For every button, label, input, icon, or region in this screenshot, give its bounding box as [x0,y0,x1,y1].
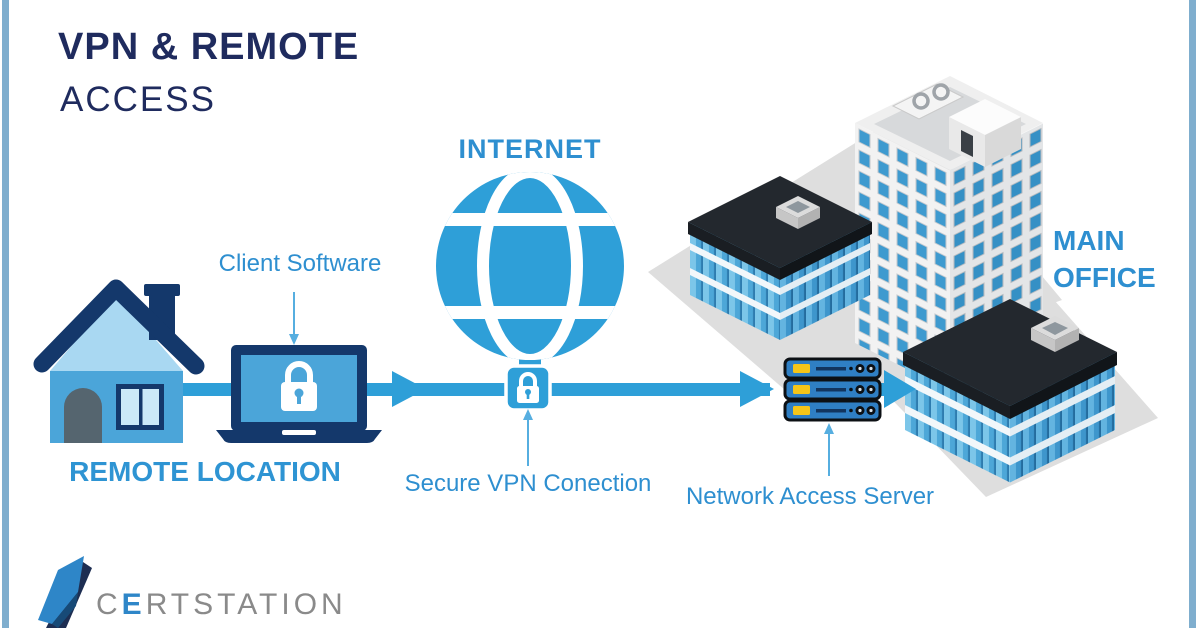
secure-vpn-label: Secure VPN Conection [404,470,652,497]
certstation-logo-icon [38,556,92,628]
arrowhead-right-3 [884,370,916,408]
label-pointer-arrows [289,292,834,476]
main-office-line1: MAIN [1053,225,1125,256]
internet-label: INTERNET [458,134,602,164]
low-building-left [688,176,872,340]
left-border-strip [2,0,9,628]
main-office-line2: OFFICE [1053,262,1156,293]
internet-globe-icon [436,172,624,374]
nas-server-icon [783,357,882,422]
connection-line [180,370,916,408]
laptop-padlock-icon [281,361,317,411]
house-door [64,388,102,443]
main-office-label: MAIN OFFICE [1053,222,1156,296]
arrowhead-right-1 [392,371,426,407]
right-border-strip [1189,0,1196,628]
low-building-right [903,299,1117,483]
page-title-line1: VPN & REMOTE [58,26,360,68]
remote-location-label: REMOTE LOCATION [69,456,341,487]
office-buildings-icon [648,76,1158,497]
logo-rest: RTSTATION [145,588,347,621]
arrowhead-right-2 [740,371,774,407]
client-software-label: Client Software [218,250,382,277]
network-access-server-label: Network Access Server [685,483,935,510]
logo-letter-e: E [121,588,146,621]
house-window [116,384,164,430]
tall-tower [855,76,1043,391]
laptop-icon [216,345,382,443]
house-icon [33,279,205,443]
page-title-line2: ACCESS [60,80,216,119]
certstation-wordmark: CERTSTATION [96,588,347,622]
vpn-lock-icon [504,364,552,412]
logo-letter-c: C [96,588,122,621]
